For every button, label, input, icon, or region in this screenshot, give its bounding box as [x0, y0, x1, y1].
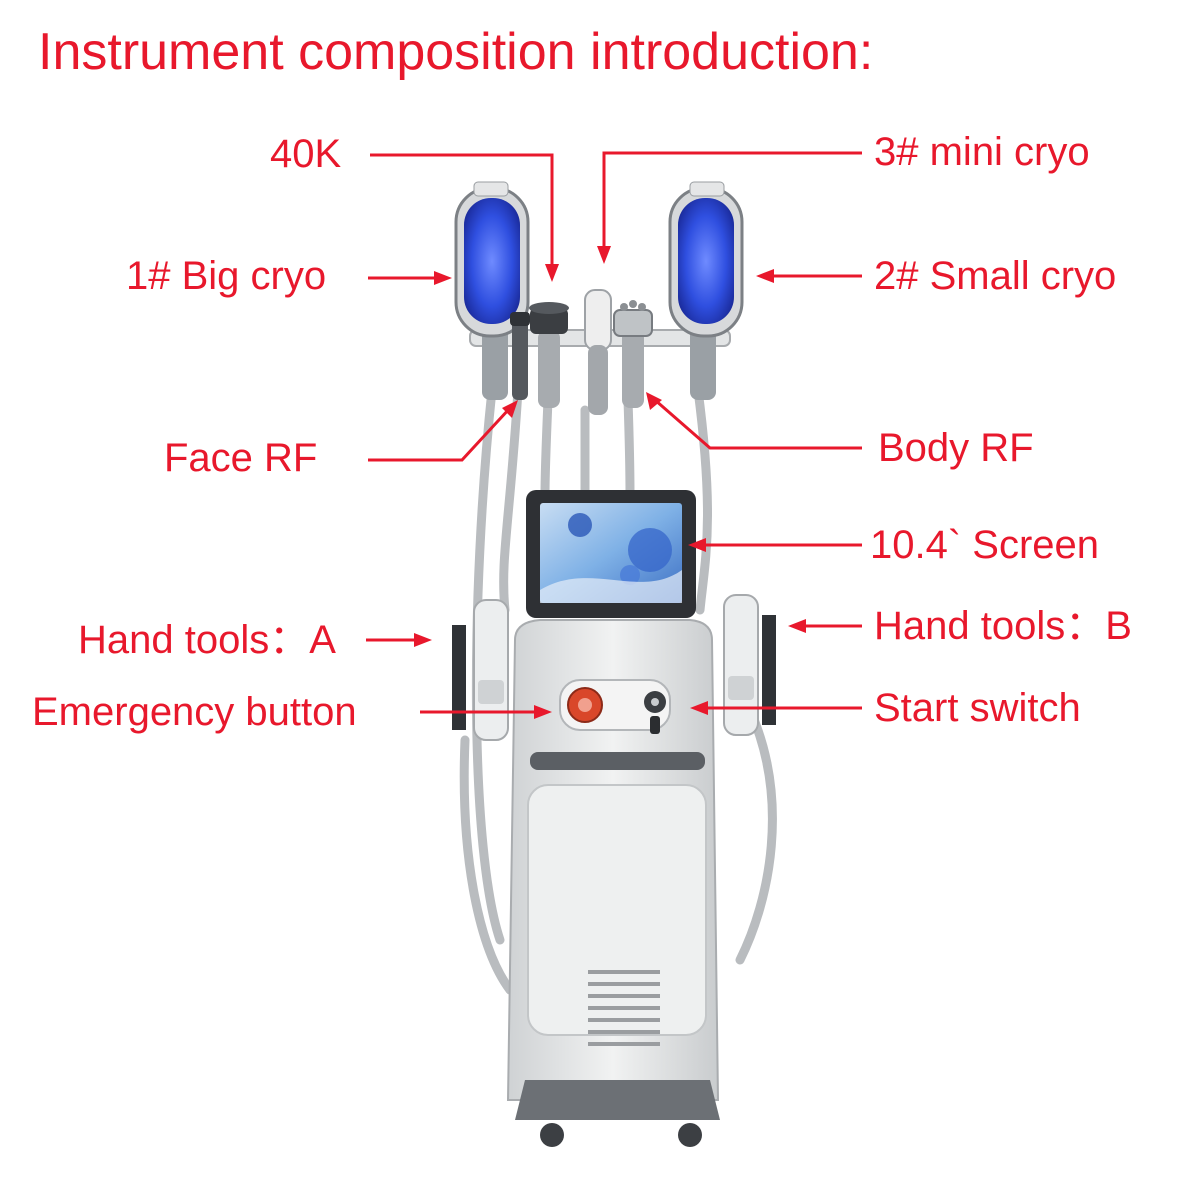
arrow-face-rf [368, 406, 512, 462]
cavitation-40k-probe [529, 302, 569, 408]
label-hand-tools-a: Hand tools：A [78, 618, 336, 662]
hand-tool-b [723, 594, 776, 736]
touch-screen [526, 490, 696, 618]
label-small-cryo: 2# Small cryo [874, 254, 1117, 298]
label-big-cryo: 1# Big cryo [126, 254, 327, 298]
page-title: Instrument composition introduction: [38, 23, 874, 81]
body-rf-probe [613, 300, 653, 408]
small-cryo-handle [668, 181, 744, 400]
emergency-button-illustration [567, 687, 603, 723]
label-40k: 40K [270, 132, 342, 176]
label-mini-cryo: 3# mini cryo [874, 130, 1090, 174]
label-screen: 10.4` Screen [870, 523, 1100, 567]
label-emergency-button: Emergency button [32, 690, 357, 734]
machine-body [506, 619, 720, 1147]
arrow-mini-cryo [602, 151, 862, 252]
label-body-rf: Body RF [878, 426, 1034, 470]
arrow-body-rf [654, 398, 862, 450]
mini-cryo-probe [584, 289, 612, 415]
label-face-rf: Face RF [164, 436, 318, 480]
label-start-switch: Start switch [874, 686, 1081, 730]
hand-tool-a [452, 599, 509, 741]
annotation-arrows [366, 151, 862, 714]
arrow-heads [414, 246, 806, 719]
arrow-40k [370, 153, 554, 270]
big-cryo-handle [454, 181, 530, 400]
vent-grid [588, 970, 660, 1046]
label-hand-tools-b: Hand tools：B [874, 604, 1132, 648]
start-switch-illustration [644, 691, 666, 734]
face-rf-probe [510, 312, 530, 400]
